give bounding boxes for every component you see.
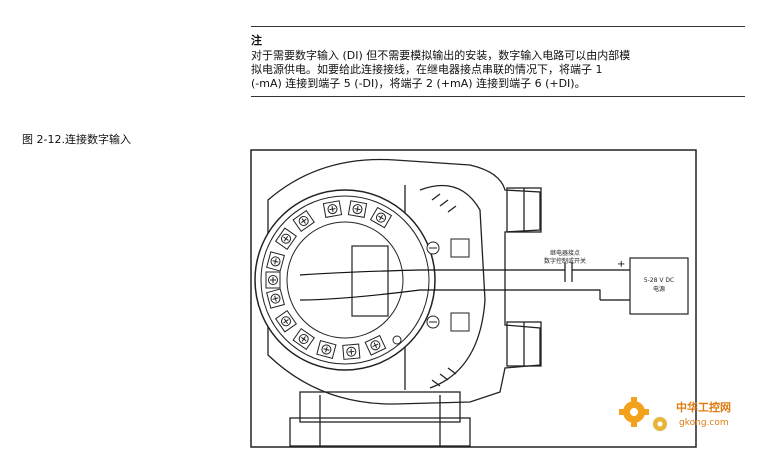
note-body: 对于需要数字输入 (DI) 但不需要模拟输出的安装，数字输入电路可以由内部模 拟… [251,49,745,91]
screw-terminal [292,327,315,351]
screw-terminal [316,340,337,359]
figure-caption: 图 2-12.连接数字输入 [22,133,131,146]
relay-label: 继电器接点 [550,249,580,257]
screw-terminals [265,200,470,360]
wiring [299,262,630,301]
note-line: 对于需要数字输入 (DI) 但不需要模拟输出的安装，数字输入电路可以由内部模 [251,49,631,62]
note-top-rule [251,26,745,27]
note-bottom-rule [251,96,745,97]
watermark-title: 中华工控网 [676,400,731,414]
note-box: 注 对于需要数字输入 (DI) 但不需要模拟输出的安装，数字输入电路可以由内部模… [251,26,745,97]
terminal-block [254,189,436,371]
screw-terminal [265,271,281,289]
screw-terminal [266,251,285,272]
watermark-url: gkong.com [679,418,729,428]
ground-terminal [450,238,470,258]
ground-terminal [450,312,470,332]
screw-terminal [347,200,368,218]
screw-terminal [274,310,298,333]
supply-sublabel: 电源 [653,285,665,293]
screw-terminal [342,343,361,360]
note-line: (-mA) 连接到端子 5 (-DI)，将端子 2 (+mA) 连接到端子 6 … [251,77,586,90]
plus-sign: + [617,259,625,270]
minus-sign: − [617,295,625,306]
screw-terminal [364,334,387,356]
supply-label: 5-28 V DC [644,277,674,284]
relay-sublabel: 数字控制或开关 [544,257,586,265]
gear-icon [619,397,649,427]
screw-terminal [322,200,343,218]
ground-screw [426,315,440,329]
ground-screw [426,241,440,255]
screw-terminal [266,288,285,309]
small-gear-icon [653,417,667,431]
screw-terminal [369,206,393,229]
note-line: 拟电源供电。如要给此连接接线，在继电器接点串联的情况下，将端子 1 [251,63,603,76]
power-supply-box [629,257,689,315]
screw-terminal [292,209,315,233]
screw-terminal [274,227,298,250]
watermark-logo: 中华工控网 gkong.com [619,397,731,431]
note-title: 注 [251,34,262,47]
